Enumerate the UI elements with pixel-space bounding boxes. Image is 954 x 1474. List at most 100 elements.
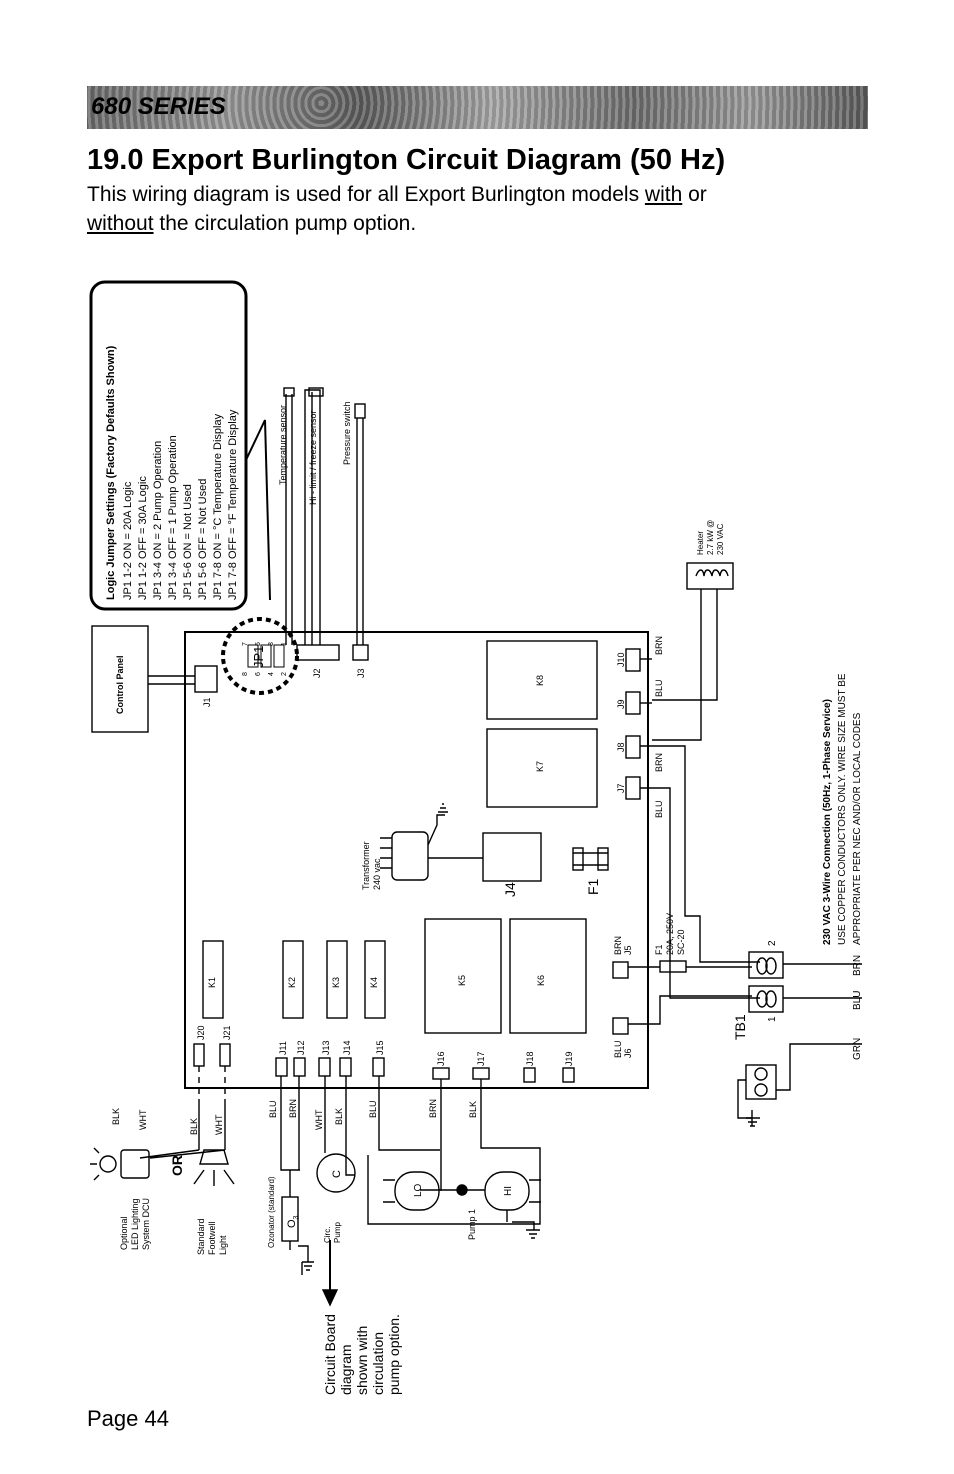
j1-label: J1	[202, 697, 212, 707]
connector-j3	[352, 644, 369, 661]
svg-text:8: 8	[242, 672, 249, 676]
k6-label: K6	[536, 975, 546, 986]
hi-limit-sensor	[308, 387, 324, 397]
page-number: Page 44	[87, 1406, 169, 1431]
power-note-line: USE COPPER CONDUCTORS ONLY. WIRE SIZE MU…	[837, 673, 848, 945]
svg-text:circulation: circulation	[370, 1332, 386, 1395]
svg-text:BRN: BRN	[654, 636, 664, 655]
k8-label: K8	[535, 675, 545, 686]
svg-text:pump option.: pump option.	[386, 1314, 402, 1395]
circ-pump-motor	[316, 1153, 356, 1193]
svg-text:J18: J18	[525, 1051, 535, 1066]
svg-text:J19: J19	[564, 1051, 574, 1066]
power-note-title: 230 VAC 3-Wire Connection (50Hz, 1-Phase…	[822, 699, 833, 945]
fuse-f1	[659, 960, 687, 973]
page-title: 19.0 Export Burlington Circuit Diagram (…	[87, 144, 726, 176]
transformer	[391, 831, 429, 881]
circ-pump-label: Circ.	[323, 1227, 332, 1243]
k3-label: K3	[331, 977, 341, 988]
control-panel-label: Control Panel	[115, 655, 125, 714]
jumper-line: JP1 1-2 OFF = 30A Logic	[137, 476, 149, 600]
connector-j4	[482, 832, 542, 882]
connector-j2	[296, 644, 340, 661]
power-note-line: APPROPRIATE PER NEC AND/OR LOCAL CODES	[852, 712, 863, 945]
svg-text:J9: J9	[616, 699, 626, 709]
svg-text:diagram: diagram	[338, 1344, 354, 1395]
relay-k2	[282, 940, 304, 1019]
connector-j5	[612, 961, 629, 979]
pressure-switch	[354, 403, 366, 419]
temperature-sensor-label: Temperature sensor	[278, 405, 288, 485]
svg-text:J12: J12	[296, 1040, 306, 1055]
jumper-line: JP1 3-4 ON = 2 Pump Operation	[152, 441, 164, 600]
svg-text:7: 7	[242, 642, 249, 646]
relay-k5	[424, 918, 502, 1034]
hi-limit-label: Hi - limit / freeze sensor	[308, 410, 318, 505]
relay-k8	[486, 640, 598, 720]
temperature-sensor	[283, 387, 295, 397]
svg-text:WHT: WHT	[214, 1114, 224, 1135]
svg-text:shown with: shown with	[354, 1326, 370, 1395]
svg-text:Light: Light	[218, 1235, 228, 1255]
svg-text:BLU: BLU	[268, 1100, 278, 1118]
heater-label: Heater	[696, 531, 705, 555]
connector-j6	[612, 1017, 629, 1035]
pressure-switch-label: Pressure switch	[342, 401, 352, 465]
svg-text:5: 5	[255, 642, 262, 646]
connector-j1	[194, 665, 218, 693]
control-panel	[91, 625, 149, 733]
svg-text:BLK: BLK	[111, 1108, 121, 1125]
tb1-terminal-1	[748, 985, 784, 1013]
relay-k7	[486, 728, 598, 808]
svg-text:BLU: BLU	[654, 800, 664, 818]
jumper-settings-box	[89, 280, 248, 611]
svg-text:Footwell: Footwell	[207, 1221, 217, 1255]
svg-text:BLK: BLK	[334, 1108, 344, 1125]
led-lighting-icon	[120, 1149, 150, 1179]
k4-label: K4	[369, 977, 379, 988]
pump1-label: Pump 1	[467, 1209, 477, 1240]
footwell-label: Standard	[196, 1218, 206, 1255]
svg-text:2.7 kW @: 2.7 kW @	[706, 520, 715, 555]
ozonator-label: Ozonator (standard)	[267, 1176, 276, 1248]
pump-lo-label: LO	[413, 1183, 424, 1197]
svg-text:J6: J6	[623, 1048, 633, 1058]
k1-label: K1	[207, 977, 217, 988]
svg-text:BLK: BLK	[189, 1118, 199, 1135]
svg-text:230 VAC: 230 VAC	[716, 523, 725, 555]
intro-text: This wiring diagram is used for all Expo…	[87, 183, 707, 235]
svg-text:3: 3	[268, 642, 275, 646]
circ-pump-letter: C	[331, 1170, 343, 1178]
jumper-line: JP1 1-2 ON = 20A Logic	[122, 481, 134, 600]
ozone-symbol: O3	[286, 1215, 300, 1228]
svg-text:BLU: BLU	[654, 679, 664, 697]
pump-hi-label: HI	[503, 1186, 514, 1196]
svg-text:2: 2	[281, 672, 288, 676]
svg-text:1: 1	[767, 1016, 778, 1022]
svg-text:Pump: Pump	[333, 1222, 342, 1243]
series-banner: 680 SERIES	[87, 86, 868, 129]
svg-text:2: 2	[767, 940, 778, 946]
relay-k6	[509, 918, 587, 1034]
jumper-line: JP1 7-8 ON = °C Temperature Display	[212, 413, 224, 600]
k2-label: K2	[287, 977, 297, 988]
svg-text:BLK: BLK	[468, 1101, 478, 1118]
fuse-label: F1	[654, 944, 664, 955]
svg-text:240 vac: 240 vac	[372, 858, 382, 890]
jumper-line: JP1 5-6 ON = Not Used	[182, 484, 194, 600]
svg-text:BRN: BRN	[428, 1099, 438, 1118]
series-label: 680 SERIES	[91, 93, 226, 120]
svg-text:J11: J11	[278, 1041, 288, 1055]
relay-k4	[364, 940, 386, 1019]
svg-text:20A, 250V: 20A, 250V	[665, 913, 675, 955]
svg-text:BRN: BRN	[613, 936, 623, 955]
svg-text:4: 4	[268, 672, 275, 676]
footwell-light-icon	[199, 1149, 229, 1165]
jp1-label: JP1	[251, 646, 266, 668]
tb1-label: TB1	[732, 1014, 748, 1040]
relay-k1	[202, 940, 224, 1019]
svg-text:SC-20: SC-20	[676, 929, 686, 955]
heater-element	[686, 562, 734, 590]
circuit-board	[184, 631, 649, 1089]
j2-label: J2	[312, 668, 322, 678]
